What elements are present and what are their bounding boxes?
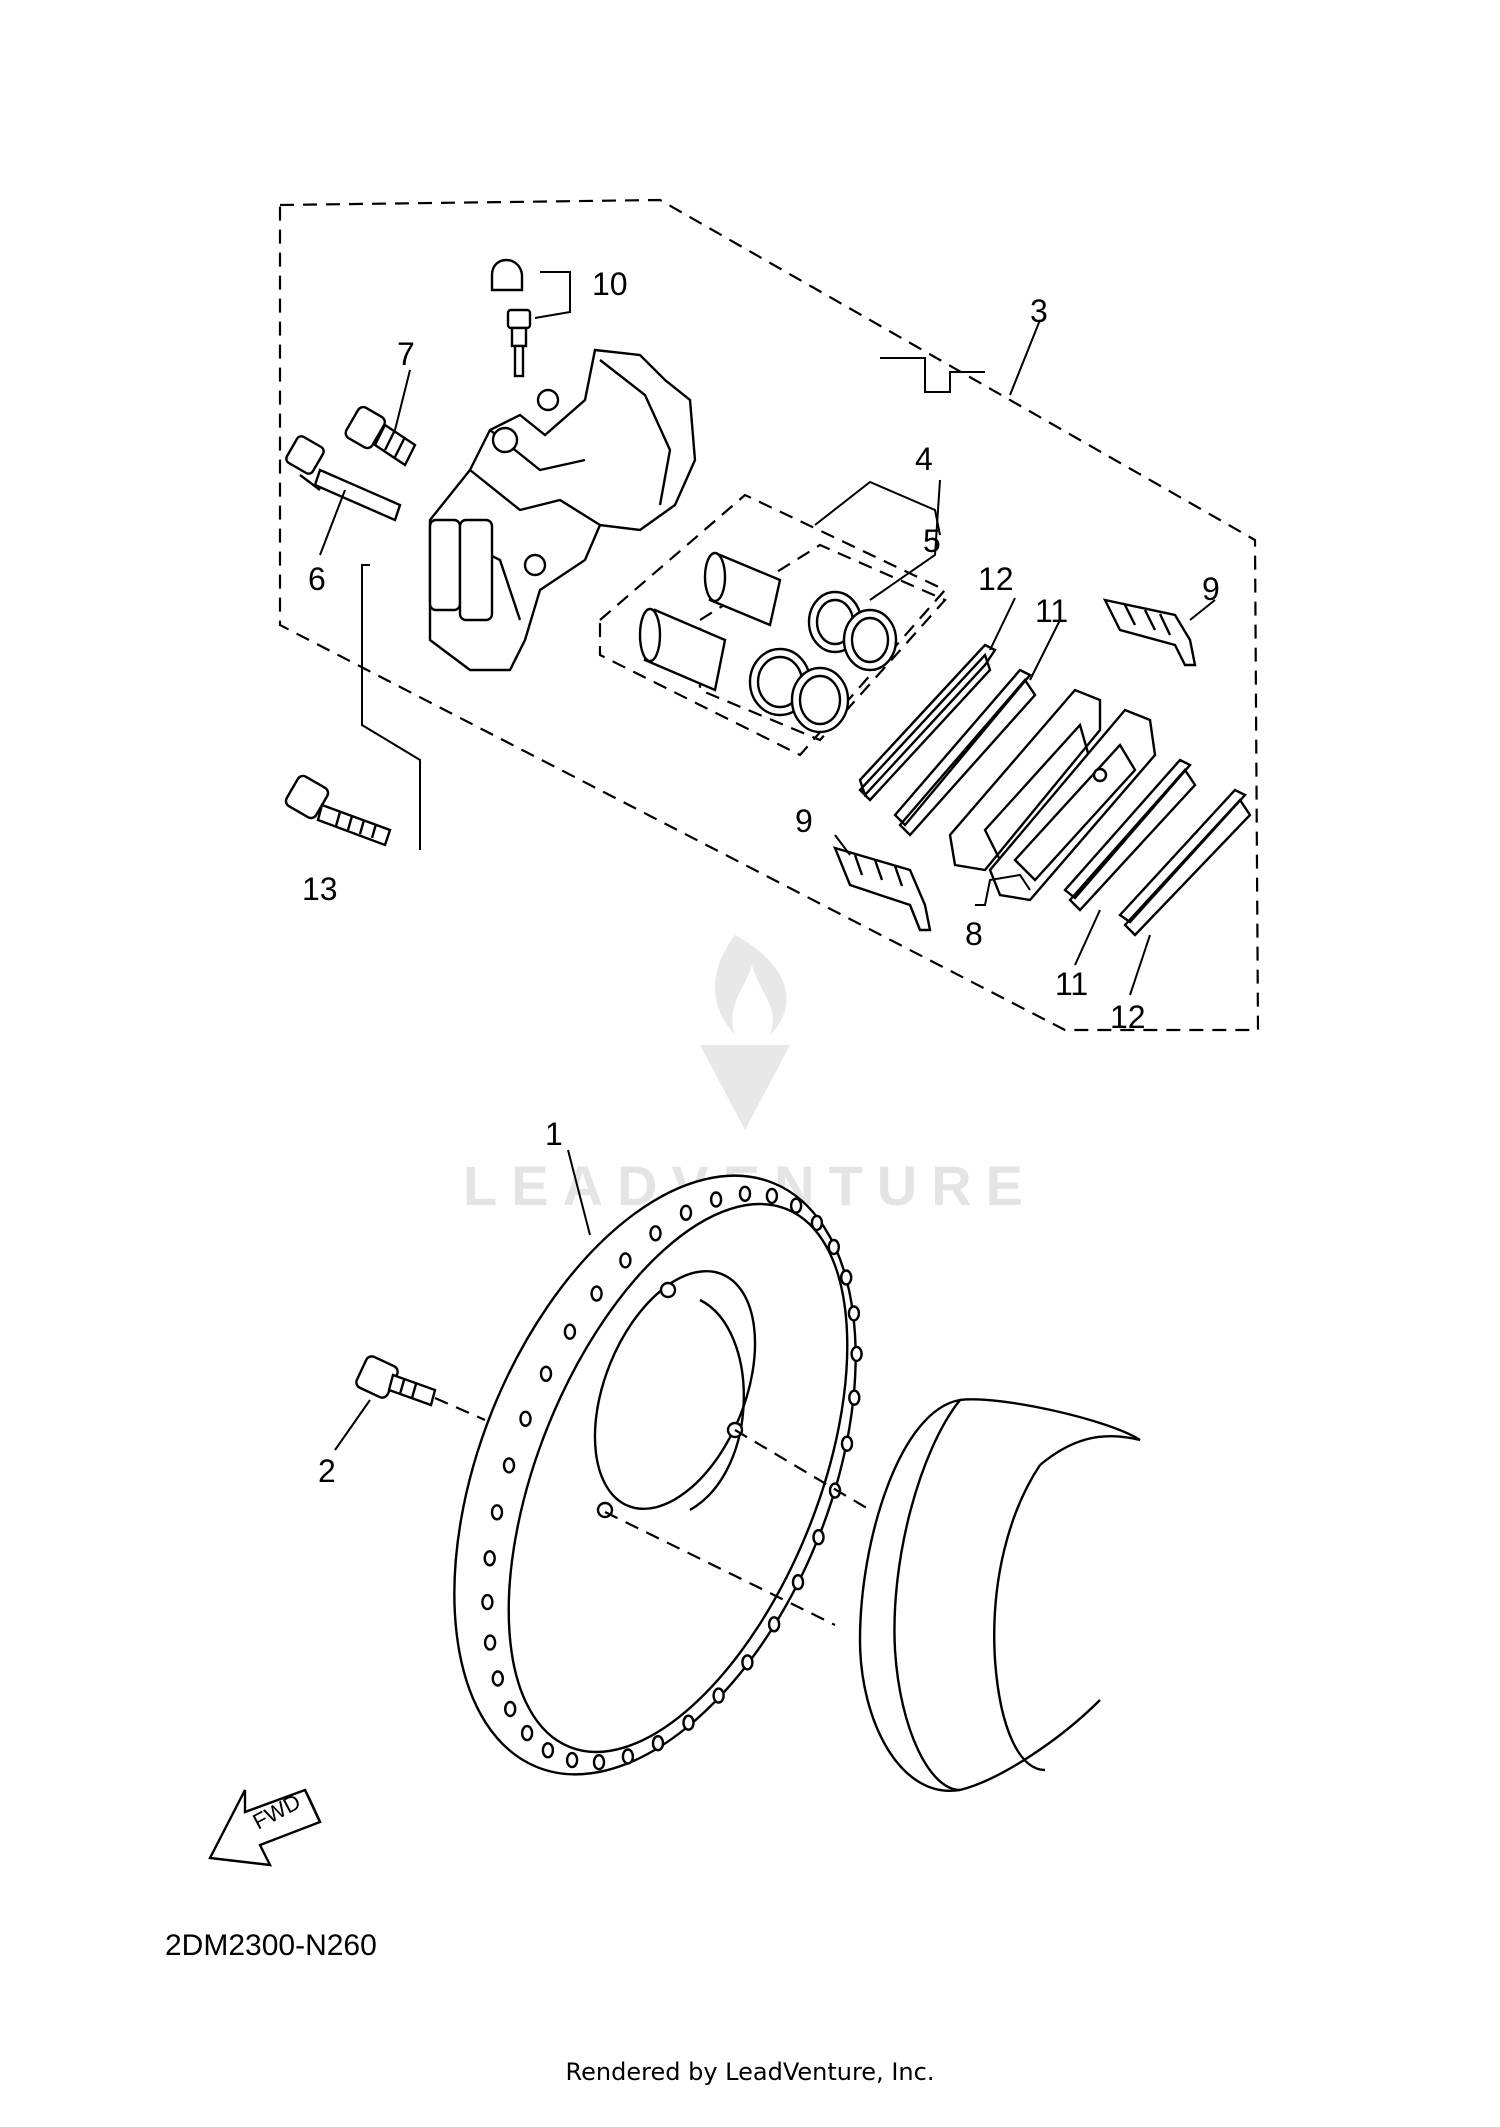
disc-hole [765, 1187, 779, 1205]
disc-hole [709, 1191, 723, 1208]
disc-holes [481, 1185, 863, 1771]
disc-hole [592, 1753, 606, 1771]
caliper-assembly-outline [278, 198, 1260, 1032]
callout-4: 4 [915, 441, 933, 477]
disc-hole [490, 1504, 504, 1521]
bleed-screw [490, 258, 532, 378]
disc-hole [850, 1345, 863, 1363]
alignment-line-lower [604, 1511, 836, 1626]
callout-6: 6 [308, 561, 326, 597]
disc-hole [840, 1435, 854, 1452]
disc-hole [481, 1593, 494, 1611]
disc-hole [789, 1197, 803, 1214]
disc-hole [847, 1305, 861, 1322]
callout-9-lower: 9 [795, 803, 813, 839]
disc-hole [483, 1550, 496, 1567]
disc-bolt [355, 1355, 486, 1422]
callout-11-upper: 11 [1035, 593, 1068, 629]
wheel-hub [858, 1398, 1141, 1793]
alignment-line-upper [734, 1429, 871, 1511]
disc-hole [840, 1269, 853, 1286]
disc-hole [502, 1457, 516, 1474]
callout-5: 5 [923, 523, 941, 559]
flame-icon [715, 935, 787, 1035]
disc-hole [812, 1528, 825, 1546]
bolt-13-bracket [361, 564, 421, 850]
leader-lines [319, 319, 1216, 1451]
watermark: LEADVENTURE [463, 935, 1023, 1217]
caliper-body [428, 348, 697, 672]
piston-kit-outline [598, 493, 947, 757]
callout-12-upper: 12 [978, 561, 1014, 597]
disc-hole [741, 1654, 754, 1671]
disc-hole [563, 1323, 577, 1340]
pad-shim-12-lower [1118, 788, 1252, 937]
callout-1: 1 [545, 1116, 563, 1152]
disc-hole [541, 1742, 555, 1759]
disc-hole [504, 1700, 517, 1718]
disc-hole [590, 1285, 603, 1302]
pad-spring-lower [832, 846, 932, 932]
caliper-mounting-bolt [284, 774, 392, 847]
caliper-pistons [638, 551, 782, 692]
callout-11-lower: 11 [1055, 966, 1088, 1002]
piston-seals [748, 590, 898, 734]
disc-hole [738, 1185, 752, 1203]
disc-hole [539, 1365, 553, 1383]
disc-hole [649, 1225, 662, 1242]
disc-hole [828, 1482, 842, 1499]
disc-hole [619, 1252, 632, 1269]
disc-hole [712, 1687, 725, 1704]
disc-hole [682, 1714, 695, 1731]
callout-10-bracket [534, 271, 571, 319]
callout-12-lower: 12 [1110, 999, 1146, 1035]
leadventure-logo-icon [700, 1045, 790, 1130]
pad-shim-12-upper [858, 643, 997, 802]
callout-2: 2 [318, 1453, 336, 1489]
callout-13: 13 [302, 871, 338, 907]
caliper-pin-bolt [285, 435, 402, 522]
disc-hole [767, 1616, 781, 1633]
disc-hole [565, 1751, 579, 1769]
disc-hole [520, 1724, 534, 1742]
pad-shim-11-upper [893, 668, 1037, 837]
disc-hole [791, 1573, 805, 1591]
brake-pads [948, 688, 1157, 902]
fwd-direction-indicator: FWD [208, 1788, 322, 1867]
disc-hole [810, 1214, 824, 1232]
callout-10: 10 [592, 266, 628, 302]
disc-hole [848, 1389, 861, 1406]
footer-credit: Rendered by LeadVenture, Inc. [566, 2058, 935, 2086]
disc-hole [651, 1734, 665, 1752]
brake-disc [453, 1174, 863, 1776]
pad-spring-upper [1102, 598, 1197, 667]
disc-hole [827, 1238, 840, 1256]
callout-7: 7 [397, 336, 415, 372]
callout-9-upper: 9 [1202, 571, 1220, 607]
disc-hole [483, 1634, 497, 1651]
disc-hole [519, 1410, 532, 1428]
callout-8: 8 [965, 916, 983, 952]
pad-shim-11-lower [1063, 758, 1197, 912]
callout-3: 3 [1030, 293, 1048, 329]
disc-hole [679, 1204, 693, 1222]
pin-boot [344, 405, 417, 467]
disc-hole [621, 1748, 635, 1765]
diagram-code: 2DM2300-N260 [165, 1929, 377, 1962]
disc-hole [491, 1670, 504, 1687]
